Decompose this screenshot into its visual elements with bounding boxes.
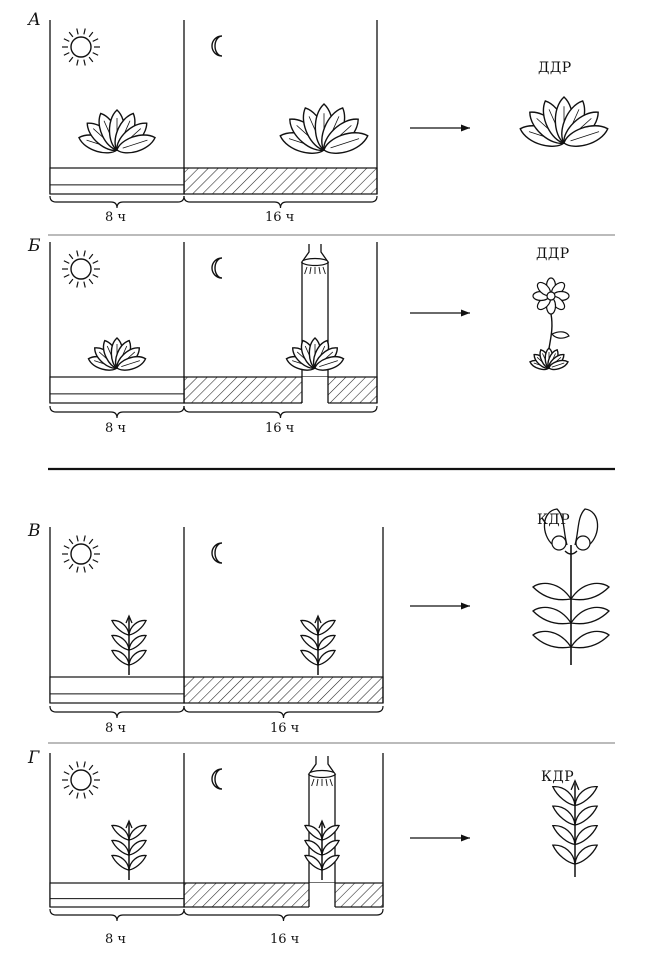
- panel-letter-b: Б: [28, 236, 41, 256]
- result-arrow: [410, 602, 470, 610]
- day-length-label-g: 8 ч: [105, 932, 126, 947]
- result-upright-plant: [548, 779, 602, 877]
- day-length-brace: [49, 705, 185, 719]
- result-label-v: КДР: [537, 512, 571, 528]
- sun-icon: [62, 761, 100, 799]
- night-period-bar: [183, 676, 384, 704]
- lamp-light-beam: [300, 244, 330, 419]
- flowering-plant: [528, 277, 570, 373]
- day-period-bar: [49, 167, 185, 195]
- panel-2: [49, 508, 610, 719]
- upright-plant-day: [108, 819, 150, 880]
- moon-icon: [211, 35, 223, 57]
- panel-letter-g: Г: [28, 748, 40, 768]
- day-length-label-a: 8 ч: [105, 210, 126, 225]
- panel-letter-v: В: [28, 521, 41, 541]
- base-rosette: [528, 347, 570, 373]
- day-length-label-v: 8 ч: [105, 721, 126, 736]
- result-label-a: ДДР: [538, 60, 572, 76]
- moon-icon: [211, 257, 223, 279]
- sun-icon: [62, 535, 100, 573]
- sun-icon: [62, 28, 100, 66]
- day-period-bar: [49, 882, 185, 908]
- moon-icon: [211, 768, 223, 790]
- rosette-plant-night: [284, 337, 346, 375]
- result-arrow: [410, 124, 470, 132]
- result-label-g: КДР: [541, 769, 575, 785]
- night-period-bar: [183, 167, 378, 195]
- panel-3: [49, 753, 602, 923]
- night-length-label-g: 16 ч: [270, 932, 300, 947]
- night-period-bar: [183, 376, 378, 404]
- panel-letter-a: А: [28, 10, 41, 30]
- day-period-bar: [49, 676, 185, 704]
- flowering-plant: [532, 508, 610, 665]
- night-length-brace: [183, 405, 378, 419]
- result-label-b: ДДР: [536, 246, 570, 262]
- moon-icon: [211, 542, 223, 564]
- day-length-brace: [49, 908, 185, 922]
- night-period-bar: [183, 882, 384, 908]
- rosette-plant-day: [75, 109, 159, 158]
- day-length-brace: [49, 195, 185, 209]
- night-length-brace: [183, 908, 384, 922]
- panel-1: [49, 242, 570, 419]
- upright-plant-night: [297, 614, 339, 675]
- day-period-bar: [49, 376, 185, 404]
- lamp-light-beam: [307, 756, 337, 923]
- upright-plant-night: [301, 819, 343, 880]
- sun-icon: [62, 250, 100, 288]
- night-length-brace: [183, 195, 378, 209]
- upright-plant-day: [108, 614, 150, 675]
- day-length-label-b: 8 ч: [105, 421, 126, 436]
- result-arrow: [410, 309, 470, 317]
- day-length-brace: [49, 405, 185, 419]
- rosette-plant-day: [86, 337, 148, 375]
- night-length-label-a: 16 ч: [265, 210, 295, 225]
- result-arrow: [410, 834, 470, 842]
- panel-0: [49, 20, 612, 209]
- night-length-label-v: 16 ч: [270, 721, 300, 736]
- night-length-label-b: 16 ч: [265, 421, 295, 436]
- night-length-brace: [183, 705, 384, 719]
- rosette-plant-night: [276, 103, 372, 159]
- result-rosette-plant: [516, 96, 612, 152]
